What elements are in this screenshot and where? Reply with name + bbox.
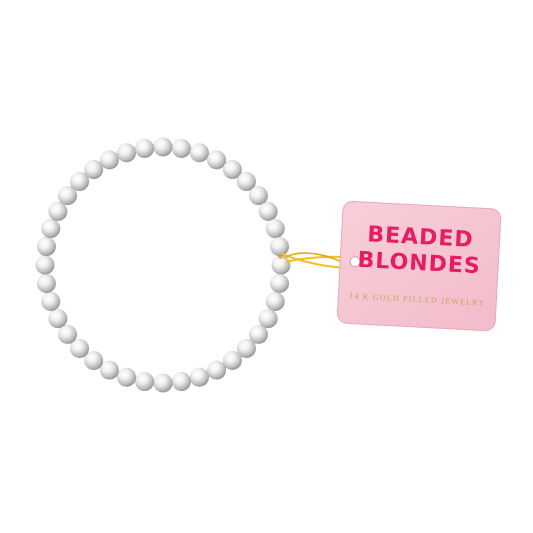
silver-bead xyxy=(153,137,173,157)
silver-bead xyxy=(99,150,119,170)
silver-bead xyxy=(222,160,242,180)
silver-bead xyxy=(58,186,78,206)
silver-bead xyxy=(258,309,278,329)
silver-bead xyxy=(207,150,227,170)
bead-bracelet xyxy=(35,137,291,393)
silver-bead xyxy=(265,219,285,239)
silver-bead xyxy=(135,372,155,392)
silver-bead xyxy=(70,172,90,192)
silver-bead xyxy=(265,291,285,311)
silver-bead xyxy=(258,201,278,221)
silver-bead xyxy=(171,372,191,392)
silver-bead xyxy=(41,291,61,311)
tag-text: BEADED BLONDES 14 K GOLD FILLED JEWELRY xyxy=(337,221,501,308)
silver-bead xyxy=(58,324,78,344)
silver-bead xyxy=(135,138,155,158)
silver-bead xyxy=(248,324,268,344)
silver-bead xyxy=(48,201,68,221)
silver-bead xyxy=(99,360,119,380)
silver-bead xyxy=(35,255,55,275)
silver-bead xyxy=(117,367,137,387)
silver-bead xyxy=(84,160,104,180)
silver-bead xyxy=(70,338,90,358)
silver-bead xyxy=(41,219,61,239)
silver-bead xyxy=(117,143,137,163)
silver-bead xyxy=(171,138,191,158)
silver-bead xyxy=(222,350,242,370)
silver-bead xyxy=(36,237,56,257)
silver-bead xyxy=(236,172,256,192)
silver-bead xyxy=(189,143,209,163)
silver-bead xyxy=(48,309,68,329)
silver-bead xyxy=(270,237,290,257)
silver-bead xyxy=(84,350,104,370)
silver-bead xyxy=(236,338,256,358)
silver-bead xyxy=(207,360,227,380)
silver-bead xyxy=(153,373,173,393)
silver-bead xyxy=(36,273,56,293)
silver-bead xyxy=(248,186,268,206)
price-tag xyxy=(336,201,502,332)
silver-bead xyxy=(189,367,209,387)
silver-bead xyxy=(270,273,290,293)
silver-bead xyxy=(271,255,291,275)
